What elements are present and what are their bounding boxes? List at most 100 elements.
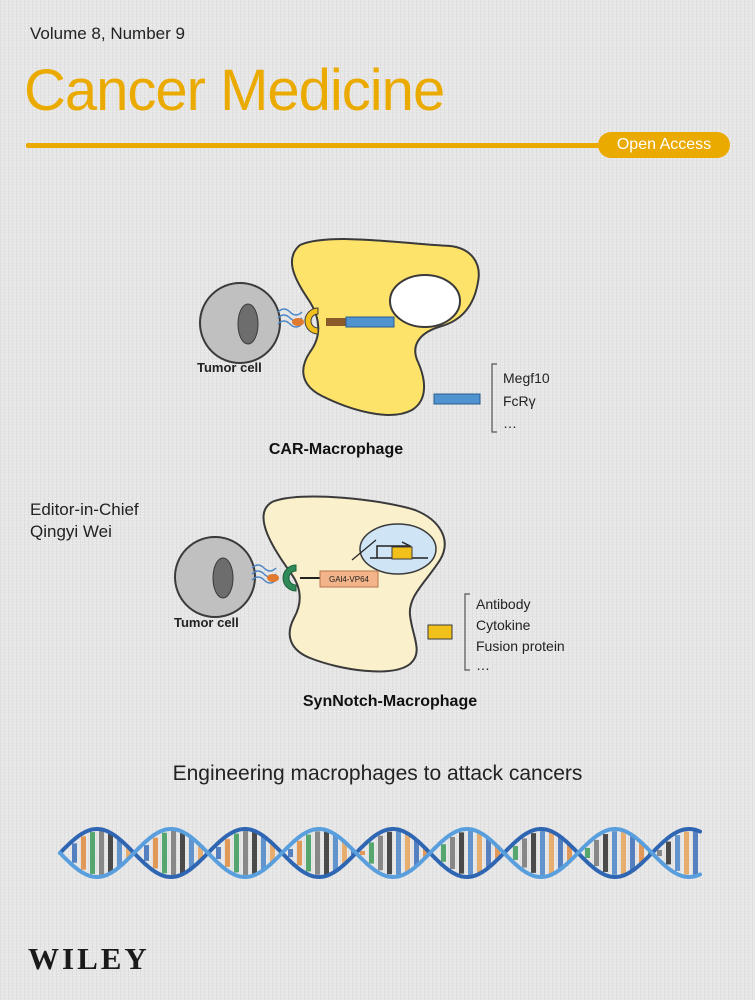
dna-base-pair — [315, 831, 320, 875]
dna-base-pair — [342, 841, 347, 865]
dna-base-pair — [180, 832, 185, 874]
dna-base-pair — [486, 838, 491, 868]
dna-strand-back — [58, 827, 702, 879]
dna-base-pair — [558, 836, 563, 870]
car-hinge — [326, 318, 346, 326]
scfv-bottom — [282, 564, 297, 592]
gal4-vp64-box — [319, 570, 379, 588]
dna-base-pair — [594, 839, 599, 867]
dna-base-pair — [360, 850, 365, 856]
publisher-logo: WILEY — [28, 941, 150, 976]
dna-base-pair — [396, 831, 401, 875]
dna-base-pair — [288, 848, 293, 858]
dna-base-pair — [324, 831, 329, 875]
dna-strand-front — [58, 827, 702, 879]
dna-base-pair — [693, 831, 698, 875]
gal4-vp64-label: GAl4-VP64 — [329, 575, 370, 584]
tumor-label-top: Tumor cell — [197, 360, 262, 375]
dna-base-pair — [333, 835, 338, 871]
dna-base-pair — [450, 836, 455, 870]
synnotch-macrophage-diagram: GAl4-VP64 Tumor cell Antibody Cytokine F… — [174, 495, 565, 710]
dna-base-pair — [306, 834, 311, 872]
dna-base-pair — [603, 834, 608, 872]
dna-base-pair — [225, 839, 230, 867]
dna-helix-decoration — [58, 827, 702, 879]
editor-name: Qingyi Wei — [30, 522, 112, 541]
tumor-label-bottom: Tumor cell — [174, 615, 239, 630]
dna-base-pair — [162, 832, 167, 874]
car-signaling-domain — [345, 316, 395, 328]
dna-base-pair — [108, 833, 113, 873]
dna-base-pair — [270, 843, 275, 863]
dna-base-pair — [621, 831, 626, 875]
dna-base-pair — [513, 846, 518, 860]
dna-base-pair — [378, 835, 383, 871]
dna-base-pair — [126, 847, 131, 859]
dna-base-pair — [99, 831, 104, 875]
car-macrophage-diagram: Tumor cell Megf10 FcRγ … CAR-Macrophage — [197, 238, 550, 458]
synnotch-list-bracket — [464, 593, 470, 671]
car-list-item-1: Megf10 — [503, 370, 550, 386]
dna-base-pair — [468, 831, 473, 875]
tumor-nucleus-bottom — [212, 557, 234, 599]
dna-base-pair — [90, 832, 95, 874]
dna-base-pair — [198, 845, 203, 861]
dna-base-pair — [459, 832, 464, 874]
dna-base-pair — [477, 833, 482, 873]
dna-base-pair — [144, 845, 149, 861]
dna-base-pair — [171, 831, 176, 875]
antigen-bottom — [267, 574, 279, 582]
dna-base-pair — [522, 838, 527, 868]
car-legend-domain — [433, 393, 481, 405]
dna-base-pair — [153, 837, 158, 869]
dna-base-pair — [675, 835, 680, 871]
synnotch-list-item-3: Fusion protein — [476, 638, 565, 654]
dna-base-pair — [531, 833, 536, 873]
dna-base-pair — [567, 844, 572, 862]
dna-base-pair — [639, 842, 644, 864]
dna-base-pair — [117, 839, 122, 867]
synnotch-legend-payload — [427, 624, 453, 640]
open-access-badge: Open Access — [598, 132, 730, 158]
cover-headline: Engineering macrophages to attack cancer… — [172, 762, 583, 785]
gene-payload — [391, 546, 413, 560]
scfv-top — [304, 307, 319, 335]
dna-base-pair — [630, 835, 635, 871]
dna-base-pair — [540, 831, 545, 875]
dna-base-pair — [657, 849, 662, 857]
dna-base-pair — [234, 833, 239, 873]
synnotch-list-item-2: Cytokine — [476, 617, 531, 633]
dna-base-pair — [81, 836, 86, 870]
dna-base-pair — [387, 831, 392, 875]
synnotch-list-item-4: … — [476, 657, 490, 673]
title-rule — [26, 143, 600, 148]
dna-base-pair — [261, 836, 266, 870]
car-list-item-3: … — [503, 415, 517, 431]
dna-base-pair — [612, 831, 617, 875]
dna-base-pair — [243, 831, 248, 875]
synnotch-caption: SynNotch-Macrophage — [303, 693, 477, 710]
dna-base-pair — [369, 842, 374, 864]
signal-arrow — [351, 539, 377, 561]
dna-base-pair — [441, 844, 446, 862]
dna-base-pair — [216, 847, 221, 859]
journal-title: Cancer Medicine — [24, 58, 445, 123]
dna-base-pair — [495, 846, 500, 860]
dna-base-pair — [684, 831, 689, 875]
dna-base-pair — [189, 837, 194, 869]
dna-base-pair — [666, 841, 671, 865]
car-caption: CAR-Macrophage — [269, 441, 403, 458]
car-nucleus — [389, 274, 461, 328]
tumor-nucleus-top — [237, 303, 259, 345]
dna-base-pair — [414, 839, 419, 867]
synnotch-list-item-1: Antibody — [476, 596, 530, 612]
dna-base-pair — [297, 840, 302, 866]
car-list-item-2: FcRγ — [503, 393, 536, 409]
antigen-top — [292, 318, 304, 326]
dna-base-pair — [585, 847, 590, 859]
dna-base-pair — [549, 832, 554, 874]
car-list-bracket — [491, 363, 497, 433]
volume-issue: Volume 8, Number 9 — [30, 24, 185, 43]
editor-role: Editor-in-Chief — [30, 500, 139, 519]
